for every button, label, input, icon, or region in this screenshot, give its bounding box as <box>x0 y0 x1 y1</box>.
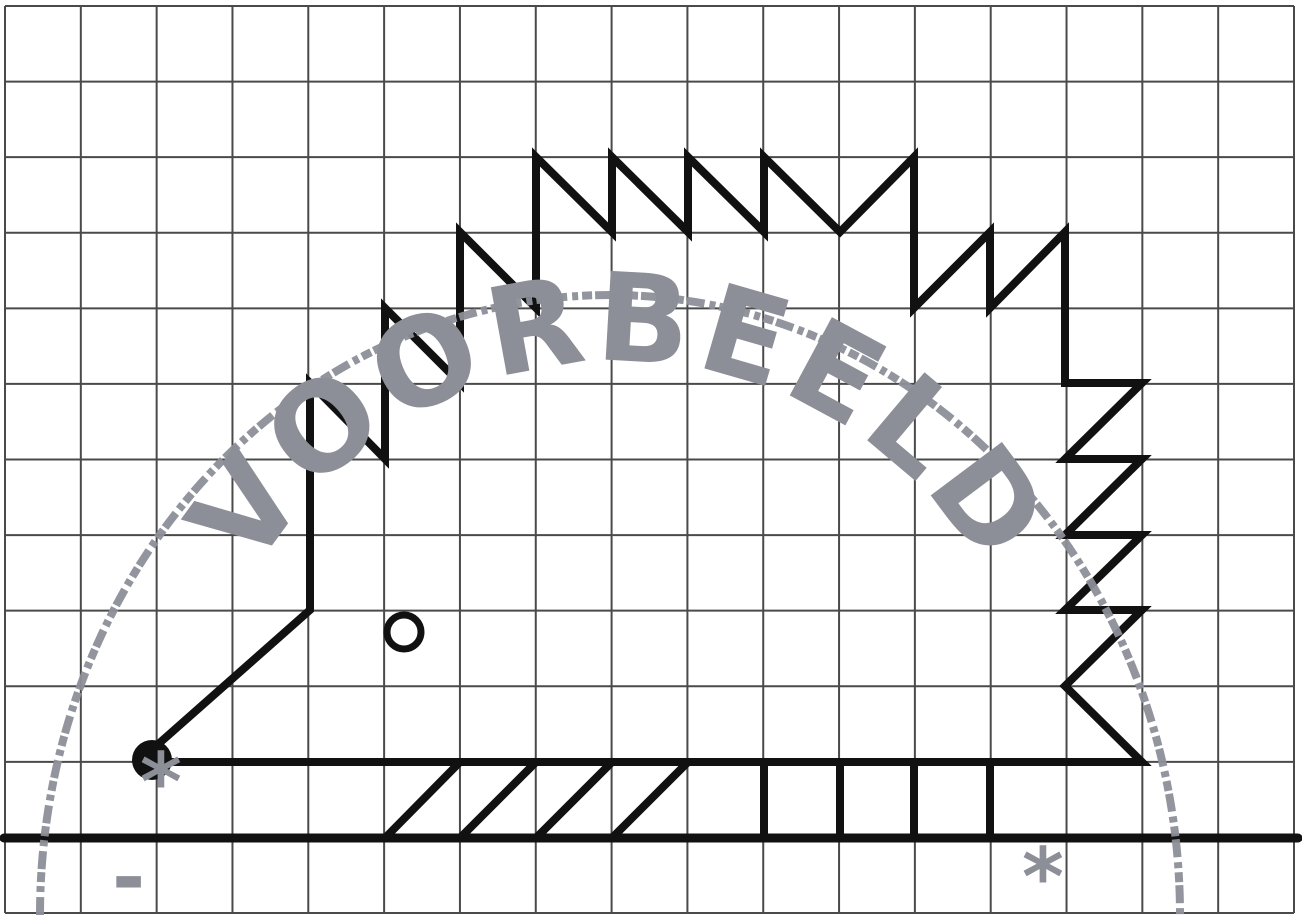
stamp-star-right: * <box>1022 831 1064 915</box>
voorbeeld-stamp: VOORBEELD * - * <box>40 246 1180 915</box>
stamp-text: VOORBEELD <box>161 246 1079 590</box>
foot-stroke-1 <box>460 762 536 838</box>
stamp-dash: - <box>112 831 145 915</box>
foot-stroke-2 <box>536 762 612 838</box>
eye-icon <box>387 615 421 649</box>
stamp-star-left: * <box>140 736 182 829</box>
foot-diagonals <box>385 762 460 838</box>
foot-square <box>840 762 914 838</box>
